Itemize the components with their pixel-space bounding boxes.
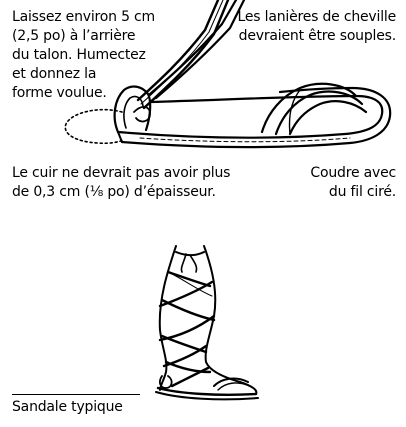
toe-strap-1 (262, 84, 356, 132)
caption-rule (12, 394, 140, 395)
cross-lacing (160, 272, 214, 386)
ankle-straps-note: Les lanières de cheville devraient être … (238, 8, 396, 46)
heel-allowance-note: Laissez environ 5 cm (2,5 po) à l’arrièr… (12, 8, 155, 103)
foot-sole (158, 388, 256, 395)
heel-knot (134, 107, 150, 122)
leather-thickness-note: Le cuir ne devrait pas avoir plus de 0,3… (12, 164, 230, 202)
figure-caption: Sandale typique (12, 398, 123, 417)
laced-leg (156, 246, 258, 399)
toe-strap-3 (290, 101, 366, 134)
sewing-note: Coudre avec du fil ciré. (310, 164, 396, 202)
leg-outline-back (160, 246, 176, 390)
